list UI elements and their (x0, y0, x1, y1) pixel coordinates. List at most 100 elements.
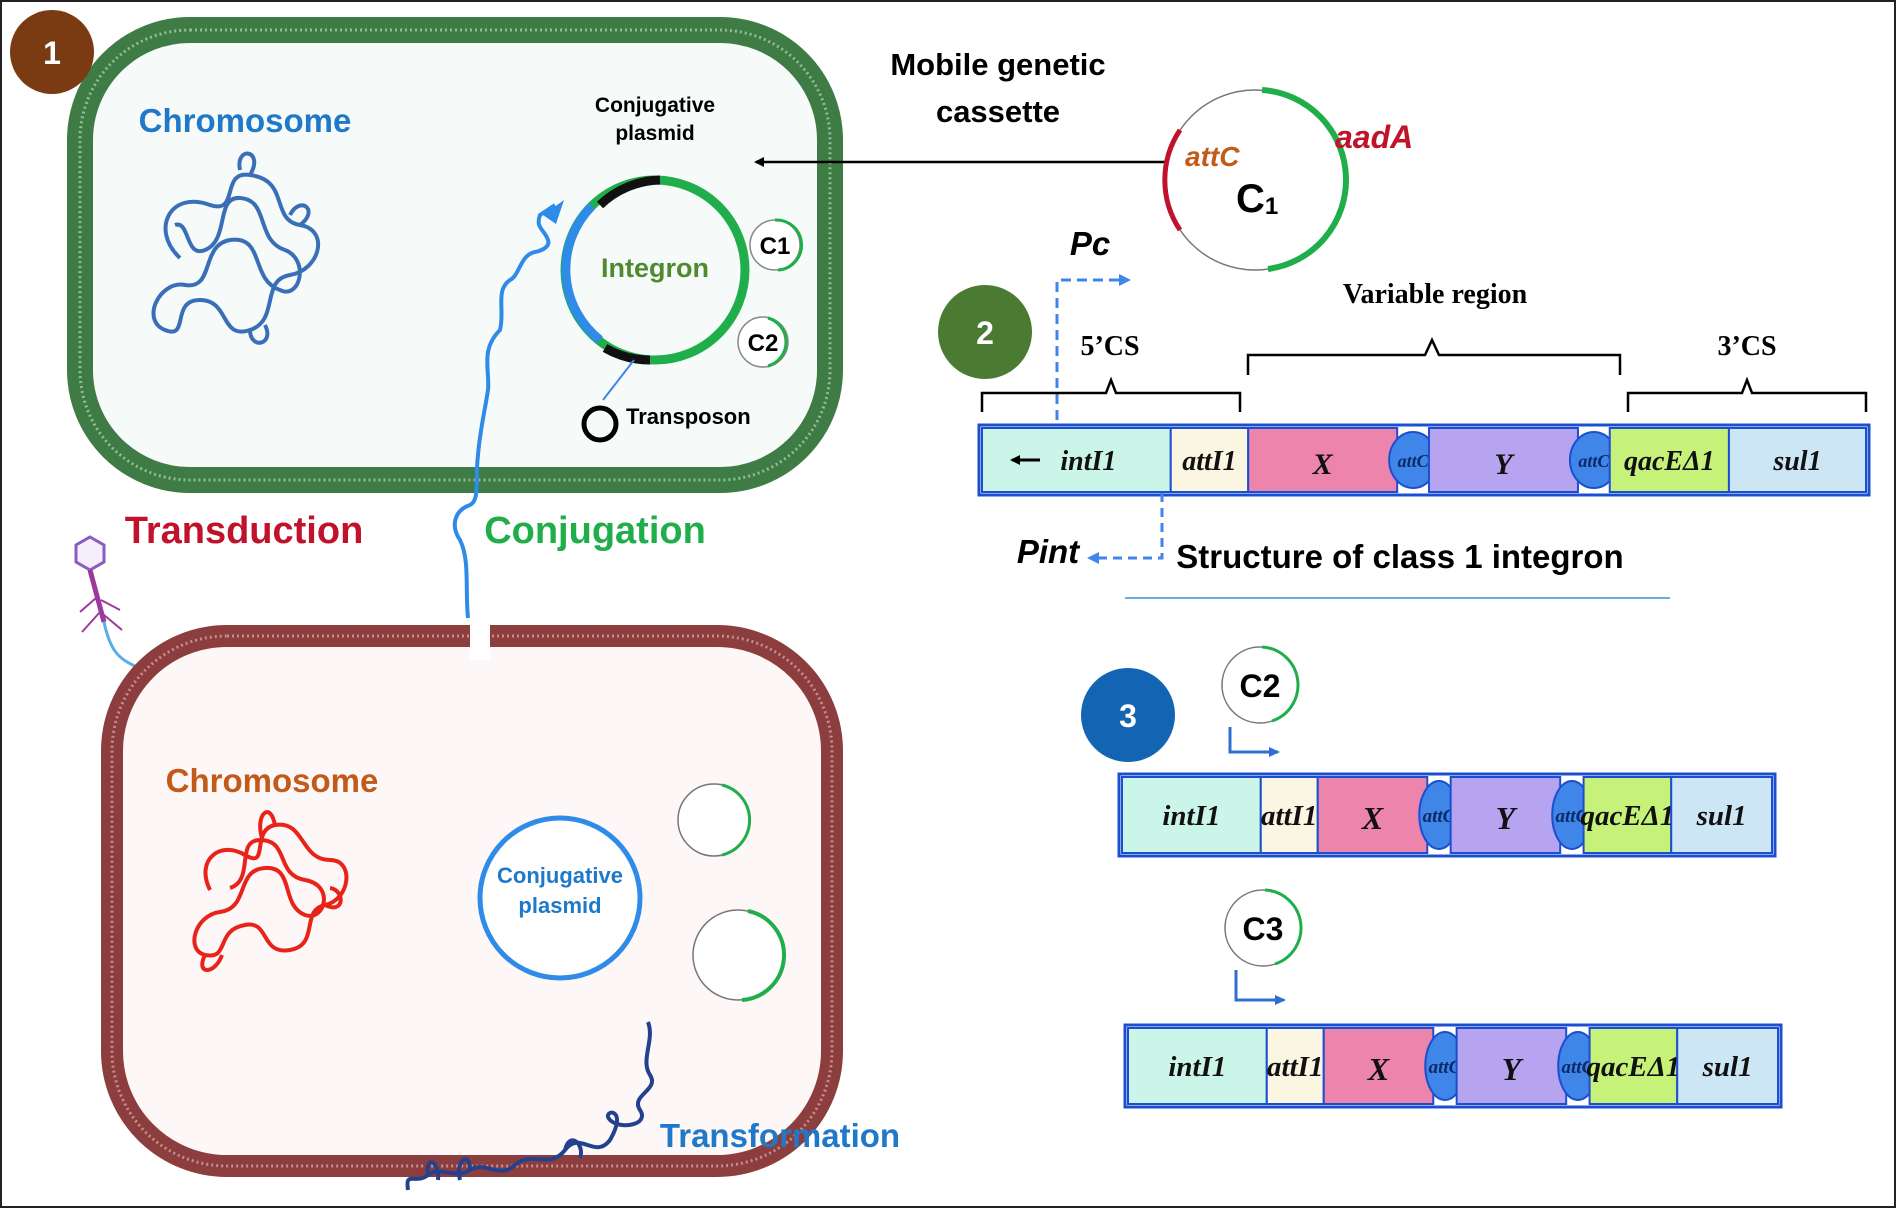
pilus-gap (470, 612, 490, 660)
c2-sul1-label: sul1 (1696, 800, 1747, 832)
cassette-c1-label: C1 (760, 233, 791, 260)
c3-inti1-label: intI1 (1168, 1051, 1226, 1083)
three-cs-brace (1626, 376, 1868, 412)
c2-sul1-segment (1670, 776, 1774, 854)
cassette-attc-label: attC (1185, 141, 1240, 172)
variable-region-brace (1246, 337, 1622, 375)
donor-chromosome-label: Chromosome (139, 102, 352, 139)
c3-atti1-label: attI1 (1267, 1051, 1323, 1083)
transposon-label: Transposon (626, 404, 751, 429)
c2-qace-label: qacEΔ1 (1580, 800, 1674, 832)
pc-promoter-label: Pc (1070, 225, 1110, 262)
c3-attc-label-3: attC (1429, 1057, 1462, 1078)
cassette-c-label: C1 (1236, 177, 1278, 221)
recipient-chromosome-dna (192, 810, 349, 972)
mobile-cassette-attc-arc (1162, 128, 1183, 232)
badge-3-label: 3 (1119, 698, 1137, 734)
integron-ring-black-bottom (602, 344, 651, 365)
c2-atti1-label: attI1 (1261, 800, 1317, 832)
badge-3 (1081, 668, 1175, 762)
badge-2-label: 2 (976, 315, 994, 351)
transposon-pointer (602, 359, 635, 401)
c2-inti1-label: intI1 (1162, 800, 1220, 832)
badge-2 (938, 285, 1032, 379)
c3-x-segment (1322, 1027, 1435, 1105)
integron-ring-black-top (596, 175, 661, 209)
c3-sul1-segment (1676, 1027, 1780, 1105)
main-attc-label-3: attC (1398, 451, 1430, 471)
variable-region-label: Variable region (1343, 279, 1528, 310)
donor-cell (67, 17, 843, 493)
transformation-dna (405, 1021, 654, 1191)
badge-1 (10, 10, 94, 94)
donor-cell-wall-texture (78, 28, 832, 482)
recipient-cassette-2-arc (741, 909, 786, 1002)
c3-attc-label-5: attC (1562, 1057, 1595, 1078)
structure-caption: Structure of class 1 integron (1176, 538, 1623, 575)
mobile-cassette-aada-arc (1261, 87, 1349, 272)
c2-y-segment (1449, 776, 1562, 854)
mobile-cassette-title-1: Mobile genetic (890, 47, 1105, 82)
cassette-c3-insert-arc (1264, 888, 1303, 966)
main-y-label: Y (1494, 448, 1515, 481)
main-frame (977, 423, 1871, 497)
transduction-label: Transduction (125, 510, 364, 552)
recipient-cell-wall (101, 625, 843, 1177)
main-sul1-segment (1727, 427, 1867, 493)
main-x-label: X (1312, 448, 1334, 481)
c3-x-label: X (1367, 1051, 1390, 1087)
mobile-cassette-c1 (1162, 87, 1349, 272)
five-cs-brace (980, 376, 1242, 412)
conjugative-plasmid-label-1: Conjugative (595, 94, 715, 117)
transformation-label: Transformation (660, 1117, 900, 1154)
main-inti1-label: intI1 (1060, 446, 1116, 477)
c3-qace-label: qacEΔ1 (1586, 1051, 1680, 1083)
c3-y-label: Y (1502, 1051, 1524, 1087)
recipient-plasmid-label-2: plasmid (518, 893, 601, 918)
integron-label: Integron (601, 253, 709, 283)
recipient-plasmid-label-1: Conjugative (497, 863, 623, 888)
main-atti1-label: attI1 (1182, 446, 1236, 477)
main-x-segment (1247, 427, 1399, 493)
bacteriophage-icon (74, 535, 141, 670)
main-qace-segment (1608, 427, 1730, 493)
c2-y-label: Y (1496, 800, 1518, 836)
cassette-aada-label: aadA (1335, 119, 1413, 155)
main-sul1-label: sul1 (1772, 446, 1821, 477)
recipient-cassette-1-arc (721, 783, 752, 857)
transposon-icon (581, 405, 619, 443)
main-attc-label-5: attC (1578, 451, 1610, 471)
cassette-c2-arc (767, 316, 788, 368)
cassette-c3-insert-label: C3 (1243, 911, 1284, 947)
c2-qace-segment (1582, 776, 1673, 854)
conjugation-arrowhead (543, 200, 564, 224)
cassette-c2-insert-label: C2 (1240, 668, 1281, 704)
main-y-segment (1427, 427, 1579, 493)
conjugative-plasmid-label-2: plasmid (615, 122, 694, 145)
recipient-cell (101, 612, 843, 1177)
recipient-plasmid (477, 815, 643, 981)
main-qace-label: qacEΔ1 (1624, 446, 1715, 477)
integron-ring-blue (561, 202, 603, 344)
recipient-chromosome-label: Chromosome (166, 762, 379, 799)
c3-atti1-segment (1265, 1027, 1325, 1105)
c2-x-label: X (1361, 800, 1384, 836)
conjugation-pilus (452, 203, 557, 619)
c2-attc-label-5: attC (1556, 806, 1589, 827)
three-cs-label: 3’CS (1717, 331, 1776, 362)
donor-chromosome-dna (151, 151, 320, 345)
five-cs-label: 5’CS (1080, 331, 1139, 362)
c3-promoter-arrow (1234, 970, 1286, 1005)
cassette-c2-circle (737, 316, 789, 368)
c3-frame (1123, 1023, 1783, 1109)
c2-promoter-arrow (1228, 727, 1280, 757)
cassette-c1-arc (774, 218, 804, 272)
mobile-cassette-title-2: cassette (936, 94, 1060, 129)
conjugation-label: Conjugation (484, 510, 706, 552)
c2-atti1-segment (1259, 776, 1319, 854)
